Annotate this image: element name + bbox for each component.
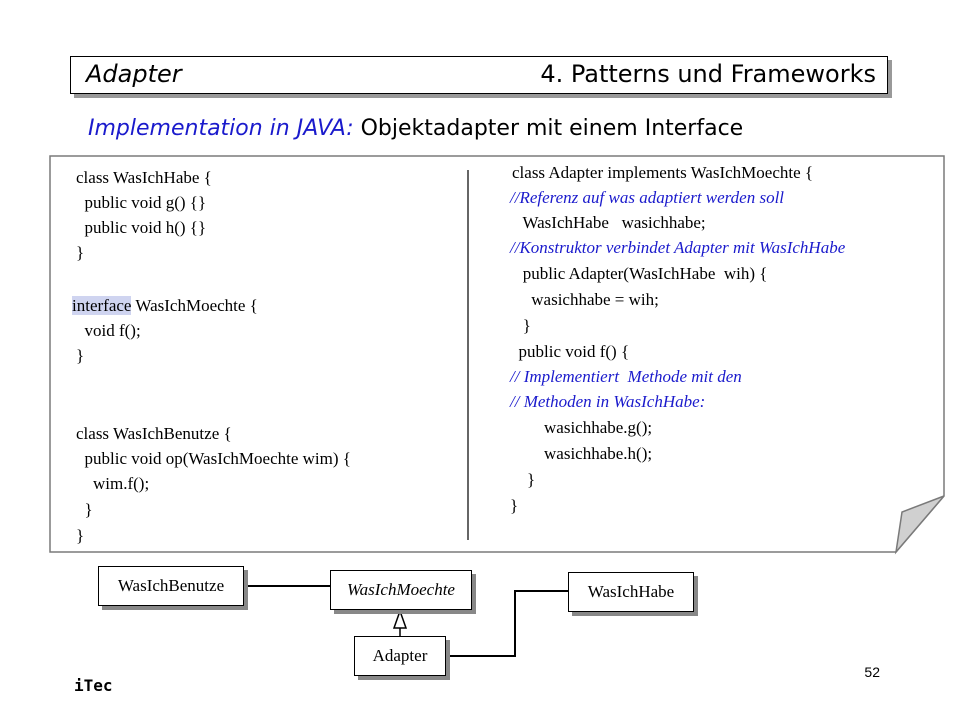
code-line: } — [76, 243, 85, 262]
code-line: wim.f(); — [76, 474, 150, 493]
code-line: public void h() {} — [76, 218, 207, 237]
subtitle-rest: Objektadapter mit einem Interface — [353, 116, 744, 141]
chapter-title: 4. Patterns und Frameworks — [540, 60, 876, 88]
code-line: interface WasIchMoechte { — [72, 296, 258, 315]
code-line: } — [510, 496, 519, 515]
code-line: wasichhabe = wih; — [510, 290, 659, 309]
code-line: class WasIchBenutze { — [76, 424, 232, 443]
uml-class-adapter: Adapter — [354, 636, 446, 676]
interface-keyword: interface — [72, 296, 132, 315]
delegation-line — [446, 590, 568, 657]
code-line: public Adapter(WasIchHabe wih) { — [510, 264, 768, 283]
slide-title: Adapter — [86, 60, 182, 88]
code-line: wasichhabe.h(); — [510, 444, 653, 463]
code-line: } — [510, 316, 531, 335]
code-line: } — [76, 346, 85, 365]
footer-logo-text: iTec — [74, 676, 113, 695]
uml-class-wasichbenutze: WasIchBenutze — [98, 566, 244, 606]
realization-arrow — [392, 608, 408, 629]
uml-interface-wasichmoechte: WasIchMoechte — [330, 570, 472, 610]
code-line: public void f() { — [510, 342, 630, 361]
page-number: 52 — [864, 664, 880, 680]
code-comment: //Konstruktor verbindet Adapter mit WasI… — [510, 238, 846, 257]
code-line: void f(); — [76, 321, 141, 340]
code-comment: // Methoden in WasIchHabe: — [510, 392, 706, 411]
code-line: wasichhabe.g(); — [510, 418, 653, 437]
header-bar — [70, 56, 888, 94]
code-line: class WasIchHabe { — [76, 168, 212, 187]
code-line: WasIchHabe wasichhabe; — [510, 213, 706, 232]
code-line: public void op(WasIchMoechte wim) { — [76, 449, 351, 468]
code-line: } — [510, 470, 536, 489]
code-line: } — [76, 500, 93, 519]
uml-class-wasichhabe: WasIchHabe — [568, 572, 694, 612]
subtitle: Implementation in JAVA: Objektadapter mi… — [88, 116, 743, 141]
code-comment: // Implementiert Methode mit den — [510, 367, 742, 386]
code-line: class Adapter implements WasIchMoechte { — [512, 163, 814, 182]
subtitle-lead: Implementation in JAVA: — [88, 116, 354, 141]
code-line: public void g() {} — [76, 193, 207, 212]
code-comment: //Referenz auf was adaptiert werden soll — [510, 188, 785, 207]
code-line: } — [76, 526, 85, 545]
